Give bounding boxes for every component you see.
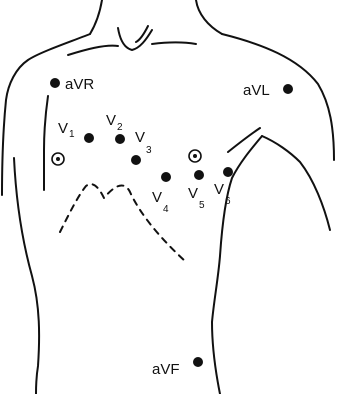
lead-v3-letter: V: [135, 129, 145, 146]
lead-avr: aVR: [50, 76, 94, 93]
lead-v6-number: 6: [225, 196, 231, 207]
right-clavicle: [152, 43, 196, 45]
lead-v4-number: 4: [163, 204, 169, 215]
electrode-v4: [161, 172, 171, 182]
left-flank-line: [14, 158, 39, 394]
lead-avr-label: aVR: [65, 76, 94, 93]
right-shoulder-line: [222, 34, 334, 160]
lead-v5-letter: V: [188, 185, 198, 202]
neck-right-line: [196, 0, 222, 34]
right-arm-inner-line: [262, 136, 330, 230]
electrode-avl: [283, 84, 293, 94]
lead-v5-number: 5: [199, 200, 205, 211]
lead-avf: aVF: [152, 357, 203, 378]
lead-v5: V 5: [188, 170, 205, 211]
nipple-right-icon: [189, 150, 201, 162]
lead-v3: V 3: [131, 129, 152, 165]
electrode-v5: [194, 170, 204, 180]
lead-v2-number: 2: [117, 122, 123, 133]
left-axilla-line: [44, 96, 48, 190]
lead-v6-letter: V: [214, 181, 224, 198]
lead-avl: aVL: [243, 82, 293, 99]
lead-v1-letter: V: [58, 120, 68, 137]
lead-v2-letter: V: [106, 112, 116, 129]
lead-v4: V 4: [152, 172, 171, 215]
lead-v1: V 1: [58, 120, 94, 143]
lead-v3-number: 3: [146, 145, 152, 156]
electrode-avf: [193, 357, 203, 367]
electrode-v2: [115, 134, 125, 144]
sternal-notch: [118, 28, 152, 50]
lead-avl-label: aVL: [243, 82, 270, 99]
lead-v4-letter: V: [152, 189, 162, 206]
lead-avf-label: aVF: [152, 361, 180, 378]
nipple-left-icon: [52, 153, 64, 165]
electrode-avr: [50, 78, 60, 88]
left-clavicle: [68, 46, 118, 55]
electrode-v1: [84, 133, 94, 143]
costal-margin-dashed-line: [60, 184, 186, 262]
neck-left-line: [90, 0, 102, 34]
lead-v2: V 2: [106, 112, 125, 144]
electrode-v6: [223, 167, 233, 177]
right-axilla-line: [212, 136, 262, 394]
lead-v1-number: 1: [69, 129, 75, 140]
right-armpit-line: [228, 128, 260, 152]
electrode-v3: [131, 155, 141, 165]
